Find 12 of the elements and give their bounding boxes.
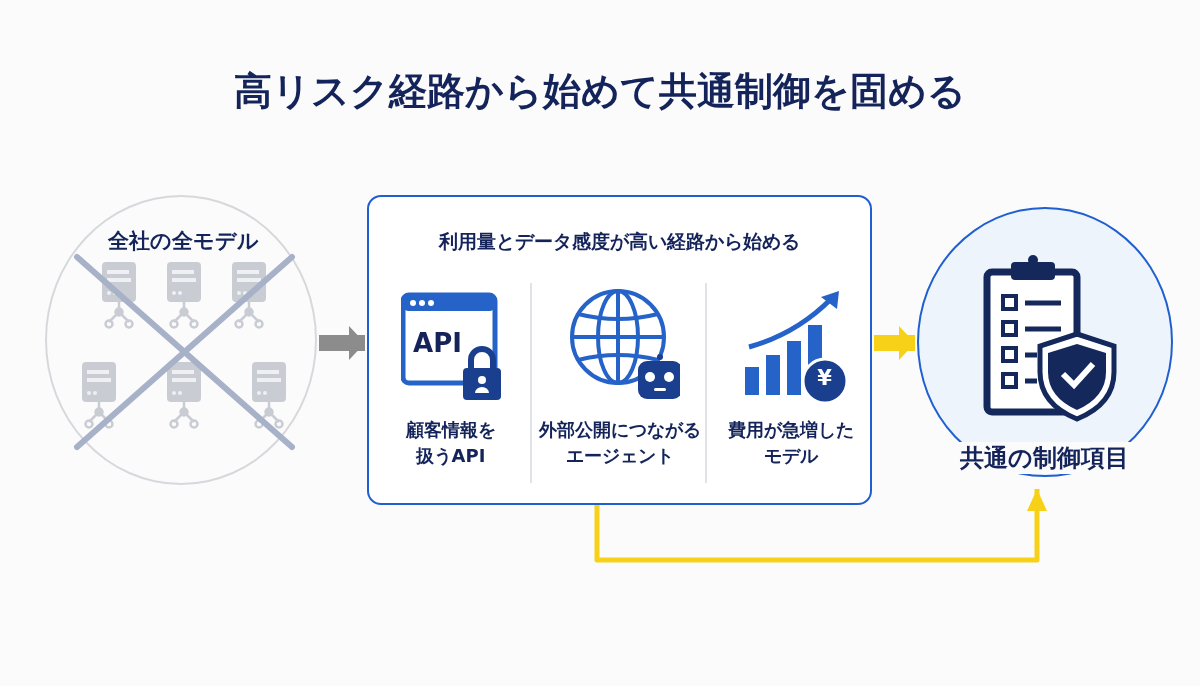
title: 高リスク経路から始めて共通制御を固める [233,68,967,115]
circle-heading: 全社の全モデル [106,228,260,255]
arrow [874,326,915,360]
icon-label: API [412,328,463,358]
item-caption: 外部公開につながるエージェント [537,418,702,469]
arrow [594,489,1047,563]
panel-heading: 利用量とデータ感度が高い経路から始める [437,230,801,254]
panel-box [367,195,872,505]
currency-sign: ¥ [816,366,833,390]
item-caption: 顧客情報を扱うAPI [404,418,497,469]
arrow [319,326,365,360]
item-caption: 費用が急増したモデル [726,418,855,469]
